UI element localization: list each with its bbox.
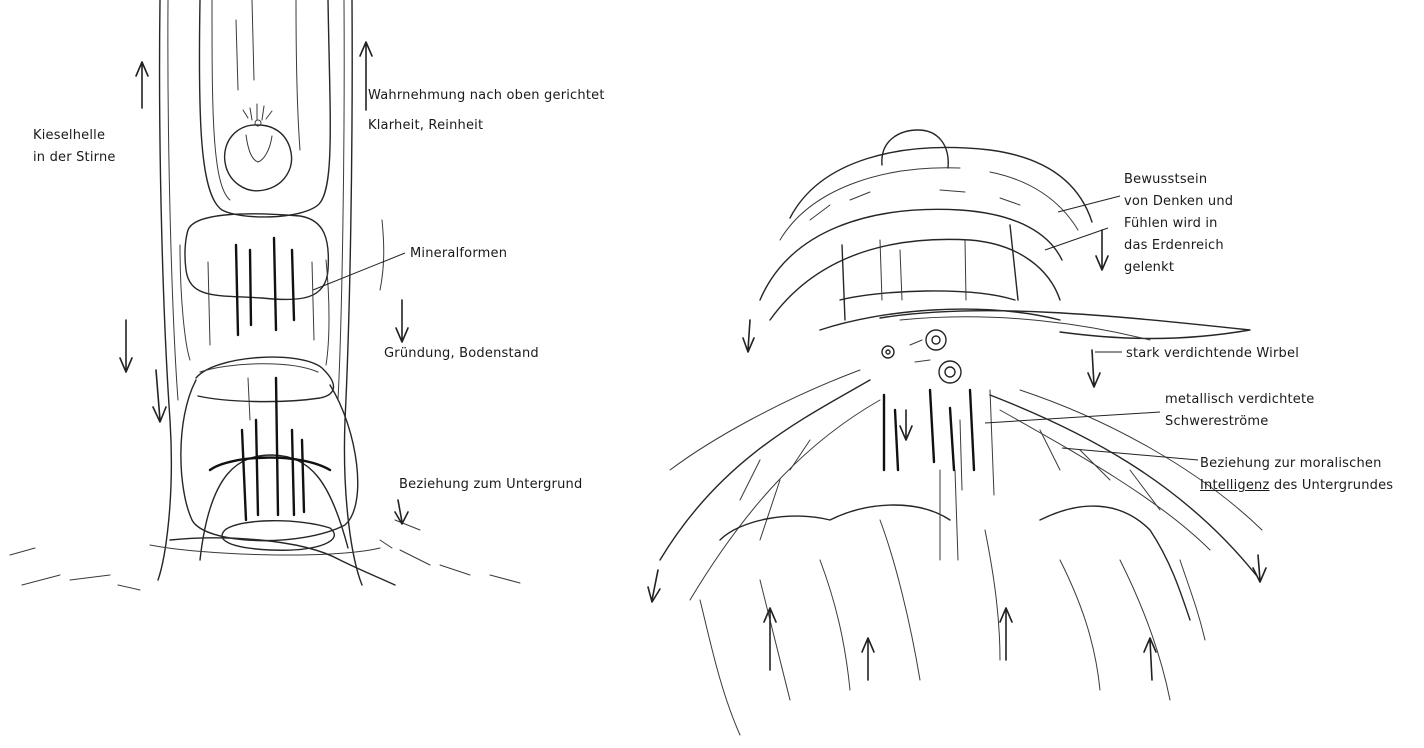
label-klarheit: Klarheit, Reinheit xyxy=(368,116,483,136)
label-moralisch-2: Intelligenz des Untergrundes xyxy=(1200,476,1393,496)
label-wirbel: stark verdichtende Wirbel xyxy=(1126,344,1299,364)
label-mineralformen: Mineralformen xyxy=(410,244,507,264)
label-des-untergrundes: des Untergrundes xyxy=(1270,478,1394,493)
label-metallisch-1: metallisch verdichtete xyxy=(1165,390,1315,410)
label-metallisch-2: Schwereströme xyxy=(1165,412,1268,432)
label-intelligenz: Intelligenz xyxy=(1200,478,1270,493)
label-bewusstsein-1: Bewusstsein xyxy=(1124,170,1207,190)
label-bewusstsein-2: von Denken und xyxy=(1124,192,1233,212)
label-bewusstsein-4: das Erdenreich xyxy=(1124,236,1224,256)
label-kieselhelle-1: Kieselhelle xyxy=(33,126,105,146)
label-moralisch-1: Beziehung zur moralischen xyxy=(1200,454,1382,474)
label-kieselhelle-2: in der Stirne xyxy=(33,148,116,168)
label-beziehung-untergrund: Beziehung zum Untergrund xyxy=(399,475,582,495)
label-gruendung: Gründung, Bodenstand xyxy=(384,344,539,364)
label-wahrnehmung: Wahrnehmung nach oben gerichtet xyxy=(368,86,605,106)
label-bewusstsein-3: Fühlen wird in xyxy=(1124,214,1218,234)
label-bewusstsein-5: gelenkt xyxy=(1124,258,1174,278)
